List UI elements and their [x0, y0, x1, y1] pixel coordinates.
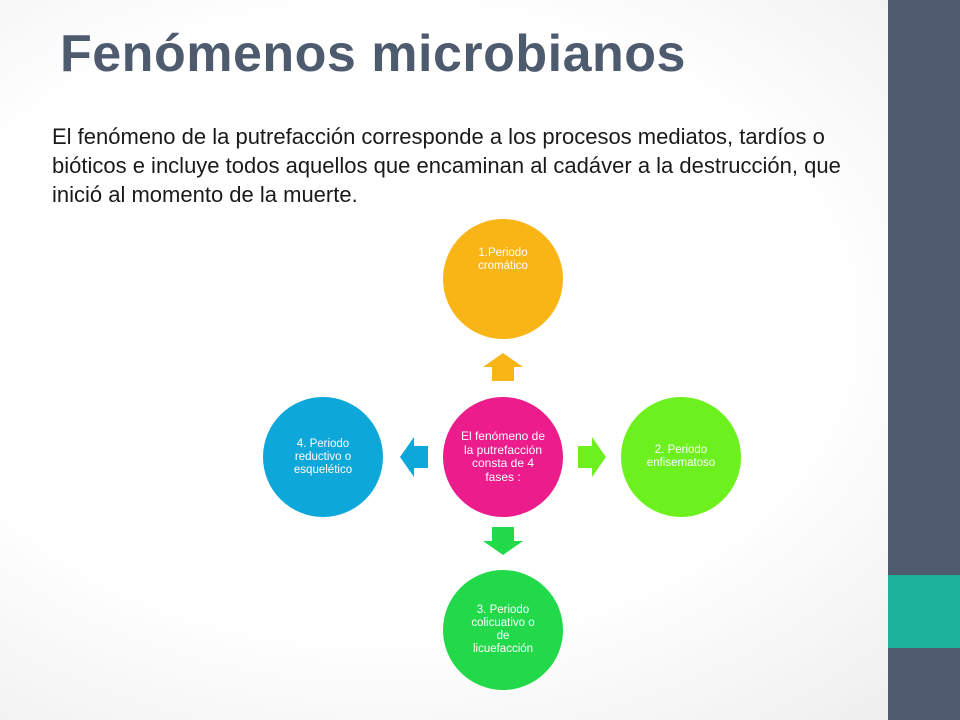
left-node-label: 4. Periodo reductivo o esquelético — [293, 437, 353, 476]
arrow-left-icon — [400, 437, 428, 477]
sidebar-accent-band — [888, 575, 960, 648]
diagram-left-node: 4. Periodo reductivo o esquelético — [263, 397, 383, 517]
arrow-up-icon — [483, 353, 523, 381]
slide-body-text: El fenómeno de la putrefacción correspon… — [52, 124, 841, 207]
center-node-label: El fenómeno de la putrefacción consta de… — [460, 429, 546, 484]
diagram-top-node: 1.Periodo cromático — [443, 219, 563, 339]
diagram-bottom-node: 3. Periodo colicuativo o de licuefacción — [443, 570, 563, 690]
arrow-right-icon — [578, 437, 606, 477]
diagram-center-node: El fenómeno de la putrefacción consta de… — [443, 397, 563, 517]
arrow-down-icon — [483, 527, 523, 555]
right-node-label: 2. Periodo enfisematoso — [646, 444, 716, 469]
slide-title: Fenómenos microbianos — [60, 25, 686, 83]
top-node-label: 1.Periodo cromático — [478, 247, 528, 272]
bottom-node-label: 3. Periodo colicuativo o de licuefacción — [471, 604, 535, 655]
diagram-right-node: 2. Periodo enfisematoso — [621, 397, 741, 517]
